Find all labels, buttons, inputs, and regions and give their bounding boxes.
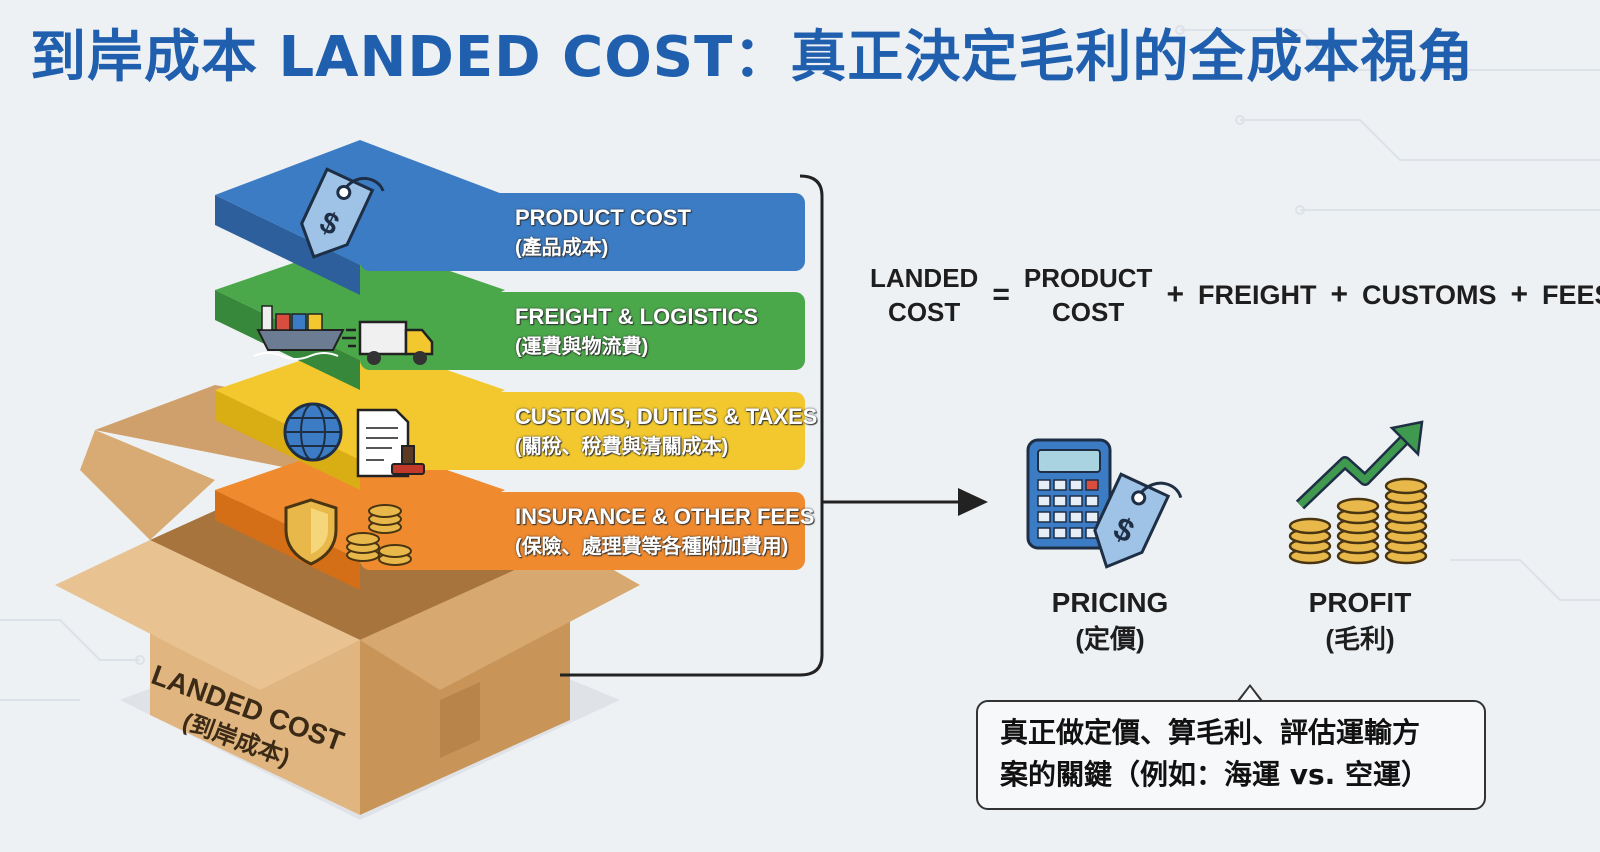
box-tape <box>440 682 480 758</box>
layer-label-product-en: PRODUCT COST <box>515 205 691 230</box>
outcome-pricing-zh: (定價) <box>1075 624 1145 654</box>
layer-label-insurance: INSURANCE & OTHER FEES (保險、處理費等各種附加費用) <box>515 502 814 562</box>
price-tag-icon: $ <box>300 167 385 259</box>
document-stamp-icon <box>356 408 425 478</box>
growth-arrow-icon <box>1295 420 1424 510</box>
callout-pointer <box>1236 684 1264 703</box>
formula-term-product-line1: PRODUCT <box>1023 263 1153 293</box>
layer-label-customs-zh: (關稅、稅費與清關成本) <box>515 436 729 458</box>
delivery-truck-icon <box>342 320 434 365</box>
box-left-back-flap <box>80 430 215 540</box>
outcome-profit-zh: (毛利) <box>1325 624 1395 654</box>
outcome-profit: PROFIT (毛利) <box>1270 585 1450 657</box>
formula-term-product-cost: PRODUCT COST <box>1024 261 1153 329</box>
formula-plus-3: + <box>1510 278 1529 311</box>
layer-label-insurance-zh: (保險、處理費等各種附加費用) <box>515 536 789 558</box>
layer-label-customs-en: CUSTOMS, DUTIES & TAXES <box>515 404 818 429</box>
outcome-pricing: PRICING (定價) <box>1020 585 1200 657</box>
outcome-profit-en: PROFIT <box>1308 587 1412 618</box>
outcome-pricing-en: PRICING <box>1051 587 1169 618</box>
profit-coin-stack-icon <box>1288 477 1428 565</box>
landed-cost-formula: LANDED COST = PRODUCT COST + FREIGHT + C… <box>870 255 1600 335</box>
formula-term-freight: FREIGHT <box>1197 279 1317 310</box>
coin-stack-icon <box>346 504 412 566</box>
pricing-tag-icon: $ <box>1093 472 1183 569</box>
layer-label-insurance-en: INSURANCE & OTHER FEES <box>515 504 815 529</box>
layer-insurance-band <box>360 492 805 570</box>
callout-line1: 真正做定價、算毛利、評估運輸方 <box>1000 716 1421 749</box>
page-title: 到岸成本 LANDED COST：真正決定毛利的全成本視角 <box>30 25 1475 90</box>
layer-product-side <box>215 195 360 295</box>
layer-customs-band <box>360 392 805 470</box>
layers-bracket <box>560 174 824 677</box>
callout-line2: 案的關鍵（例如：海運 vs. 空運） <box>1000 758 1430 791</box>
formula-term-product-line2: COST <box>1052 297 1125 327</box>
formula-lhs: LANDED COST <box>870 261 978 329</box>
cargo-ship-icon <box>253 305 345 360</box>
formula-term-customs: CUSTOMS <box>1362 279 1497 310</box>
layer-label-customs: CUSTOMS, DUTIES & TAXES (關稅、稅費與清關成本) <box>515 402 817 462</box>
globe-icon <box>283 402 343 462</box>
layer-label-freight-en: FREIGHT & LOGISTICS <box>515 304 759 329</box>
calculator-icon <box>1026 438 1112 550</box>
formula-lhs-line1: LANDED <box>870 263 979 293</box>
key-insight-callout: 真正做定價、算毛利、評估運輸方 案的關鍵（例如：海運 vs. 空運） <box>976 700 1486 810</box>
layer-freight-band <box>360 292 805 370</box>
arrow-head <box>958 488 988 516</box>
box-front-right-flap <box>360 545 640 690</box>
layer-label-freight-zh: (運費與物流費) <box>515 336 649 358</box>
formula-equals: = <box>992 278 1010 311</box>
formula-plus-2: + <box>1330 278 1348 311</box>
formula-lhs-line2: COST <box>888 297 961 327</box>
layer-label-product-zh: (產品成本) <box>515 237 609 259</box>
layer-label-product: PRODUCT COST (產品成本) <box>515 203 691 263</box>
shield-icon <box>284 498 338 566</box>
layer-product-band <box>360 193 805 271</box>
layer-label-freight: FREIGHT & LOGISTICS (運費與物流費) <box>515 302 758 362</box>
formula-term-fees: FEES <box>1542 279 1600 310</box>
box-front-left-flap <box>55 540 360 690</box>
formula-plus-1: + <box>1166 278 1184 311</box>
